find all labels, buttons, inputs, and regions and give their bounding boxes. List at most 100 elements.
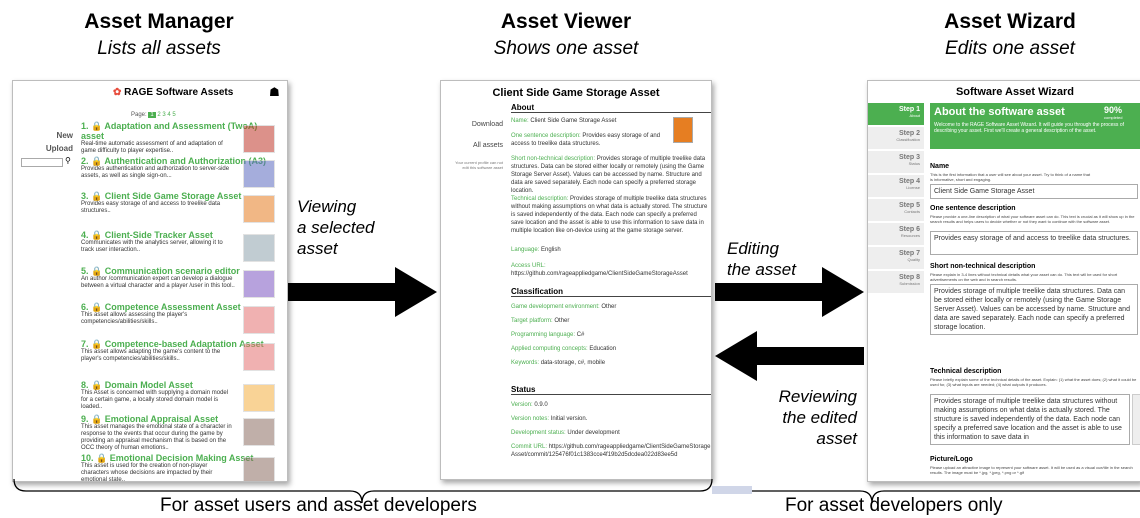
field-commit-url: Commit URL: https://github.com/rageappli… (511, 444, 711, 458)
asset-list-item-title[interactable]: 3. 🔒 Client Side Game Storage Asset (81, 191, 242, 201)
about-heading: About (511, 103, 711, 113)
wizard-step-name: Submission (899, 281, 920, 286)
name-help: This is the first information that a use… (930, 172, 1091, 182)
wizard-step-number: Step 4 (898, 178, 920, 185)
manager-subtitle: Lists all assets (97, 38, 221, 59)
asset-thumbnail[interactable] (243, 418, 275, 446)
pagination: Page: 1 2 3 4 5 (131, 112, 176, 118)
asset-list-item-description: Provides authentication and authorizatio… (81, 166, 230, 179)
asset-thumbnail[interactable] (243, 160, 275, 188)
field-version: Version: 0.9.0 (511, 402, 548, 408)
arrow-wizard-to-viewer (715, 331, 864, 381)
download-button[interactable]: Download (471, 121, 503, 128)
page-2[interactable]: 2 (157, 112, 161, 118)
page-5[interactable]: 5 (172, 112, 176, 118)
profile-note: Your current profile can not edit this s… (455, 160, 503, 170)
asset-thumbnail[interactable] (243, 343, 275, 371)
asset-thumbnail[interactable] (243, 384, 275, 412)
status-heading: Status (511, 385, 711, 395)
asset-thumbnail[interactable] (243, 125, 275, 153)
asset-list-item-description: This asset allows adapting the game's co… (81, 349, 221, 362)
wizard-step-name: License (906, 185, 920, 190)
asset-list-item-title[interactable]: 10. 🔒 Emotional Decision Making Asset (81, 453, 254, 463)
arrow-manager-to-viewer (288, 267, 437, 317)
asset-thumbnail[interactable] (243, 195, 275, 223)
asset-list-item-description: This asset allows assessing the player's… (81, 312, 188, 325)
short-description-help: Please explain in 3-4 lines without tech… (930, 272, 1118, 282)
wizard-subtitle: Edits one asset (945, 38, 1075, 59)
technical-description-label: Technical description (930, 368, 1002, 375)
asset-thumbnail[interactable] (243, 270, 275, 298)
wizard-step-name: Classification (896, 137, 920, 142)
brace-right (752, 490, 1140, 504)
asset-list-item-title[interactable]: 5. 🔒 Communication scenario editor (81, 266, 240, 276)
asset-list-item[interactable]: 2. 🔒 Authentication and Authorization (A… (81, 156, 271, 180)
upload-button[interactable]: Upload (45, 144, 73, 153)
brace-left (13, 478, 713, 504)
wizard-step-number: Step 8 (898, 274, 920, 281)
asset-list-item[interactable]: 1. 🔒 Adaptation and Assessment (TwoA) as… (81, 121, 271, 155)
wizard-banner: About the software asset 90% completed W… (930, 103, 1140, 149)
one-sentence-help: Please provide a one-line description of… (930, 214, 1135, 224)
name-field[interactable]: Client Side Game Storage Asset (930, 184, 1138, 199)
asset-list-item-title[interactable]: 6. 🔒 Competence Assessment Asset (81, 302, 241, 312)
one-sentence-label: One sentence description (930, 205, 1016, 212)
asset-list-item-title[interactable]: 8. 🔒 Domain Model Asset (81, 380, 193, 390)
short-description-field[interactable]: Provides storage of multiple treelike da… (930, 284, 1138, 335)
wizard-heading: Software Asset Wizard (955, 86, 1075, 98)
page-3[interactable]: 3 (162, 112, 166, 118)
wizard-step-number: Step 7 (898, 250, 920, 257)
field-dev-status: Development status: Under development (511, 430, 620, 436)
technical-description-field[interactable]: Provides storage of multiple treelike da… (930, 394, 1130, 445)
asset-thumbnail[interactable] (243, 306, 275, 334)
asset-list-item-title[interactable]: 4. 🔒 Client-Side Tracker Asset (81, 230, 213, 240)
viewer-title: Asset Viewer (500, 10, 632, 33)
search-input[interactable] (21, 158, 63, 167)
user-menu-icon[interactable]: ☗ (269, 85, 280, 99)
banner-title: About the software asset (934, 106, 1065, 118)
textarea-scrollbar[interactable] (1132, 394, 1140, 445)
asset-list-item-description: This asset is used for the creation of n… (81, 463, 213, 482)
page-4[interactable]: 4 (167, 112, 171, 118)
field-platform: Target platform: Other (511, 318, 570, 324)
one-sentence-field[interactable]: Provides easy storage of and access to t… (930, 231, 1138, 255)
asset-manager-screenshot: ✿ RAGE Software Assets ☗ Page: 1 2 3 4 5… (12, 80, 288, 482)
asset-thumbnail[interactable] (243, 234, 275, 262)
asset-list-item-title[interactable]: 1. 🔒 Adaptation and Assessment (TwoA) as… (81, 121, 258, 141)
picture-label: Picture/Logo (930, 456, 973, 463)
asset-list-item-title[interactable]: 2. 🔒 Authentication and Authorization (A… (81, 156, 267, 166)
asset-viewer-screenshot: Client Side Game Storage Asset Download … (440, 80, 712, 480)
asset-thumbnail[interactable] (243, 457, 275, 481)
viewer-subtitle: Shows one asset (493, 38, 639, 59)
rage-logo-icon: ✿ (113, 87, 122, 98)
field-version-notes: Version notes: Initial version. (511, 416, 588, 422)
asset-list-item-title[interactable]: 9. 🔒 Emotional Appraisal Asset (81, 414, 219, 424)
new-button[interactable]: New (56, 131, 73, 140)
search-icon[interactable]: ⚲ (65, 156, 71, 165)
field-short-description: Short non-technical description: Provide… (511, 156, 706, 194)
field-one-sentence: One sentence description: Provides easy … (511, 133, 661, 147)
all-assets-button[interactable]: All assets (473, 142, 503, 149)
asset-list-item-title[interactable]: 7. 🔒 Competence-based Adaptation Asset (81, 339, 264, 349)
page-1[interactable]: 1 (148, 112, 156, 118)
wizard-title: Asset Wizard (944, 10, 1076, 33)
asset-list-item-description: An author /communication expert can deve… (81, 276, 235, 289)
wizard-step-number: Step 1 (898, 106, 920, 113)
wizard-step-number: Step 3 (898, 154, 920, 161)
